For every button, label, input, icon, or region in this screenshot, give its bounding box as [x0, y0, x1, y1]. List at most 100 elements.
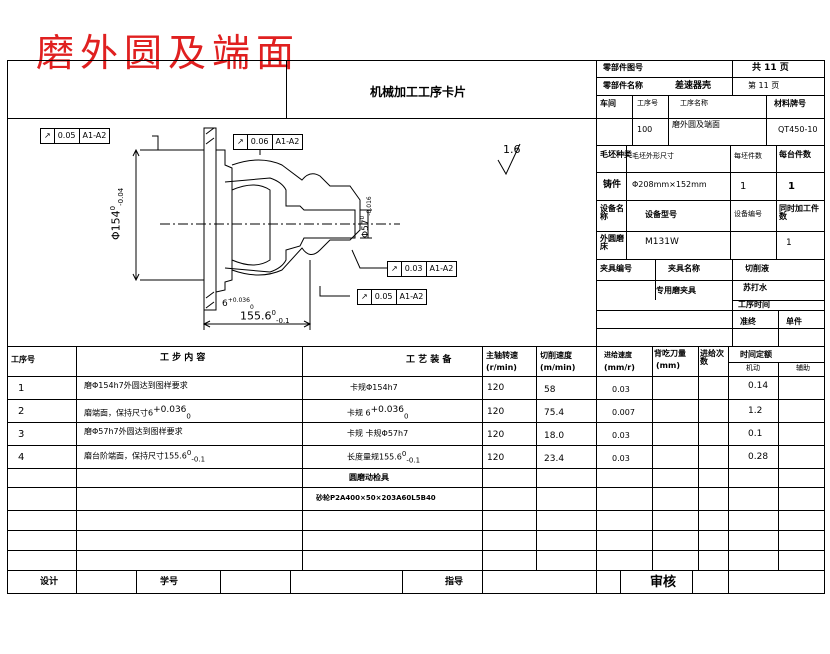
table-line	[7, 399, 825, 400]
op-time-label: 工序时间	[738, 300, 770, 309]
footer-review: 审核	[650, 575, 677, 590]
coolant-value: 苏打水	[743, 283, 767, 292]
material-value: QT450-10	[778, 125, 818, 134]
coolant-label: 切削液	[745, 264, 769, 273]
tolerance-frame-3: ↗ 0.03 A1-A2	[387, 261, 458, 277]
table-col	[778, 362, 779, 570]
table-line	[7, 422, 825, 423]
footer-instructor: 指导	[445, 577, 464, 587]
dim-bore-text: Φ57	[361, 219, 371, 238]
row2-feed: 0.007	[612, 408, 635, 417]
col-spindle-unit: (r/min)	[486, 363, 517, 372]
dim-tol: -0.04	[116, 187, 125, 206]
tol-datum: A1-A2	[429, 264, 454, 273]
row3-content: 磨Φ57h7外圆达到图样要求	[84, 427, 183, 436]
dim-diameter: Φ1540-0.04	[109, 187, 125, 240]
table-line	[7, 570, 825, 571]
row1-time: 0.14	[748, 381, 769, 391]
dim-tol: 0	[249, 303, 254, 311]
extra-fixture: 圆磨动检具	[349, 473, 389, 482]
row2-equip-text: 卡规	[347, 408, 363, 418]
row2-equip: 卡规 6+0.0360	[347, 405, 409, 421]
row1-spindle: 120	[487, 383, 505, 393]
header-line	[596, 310, 825, 311]
header-line	[596, 118, 825, 119]
table-col	[536, 346, 537, 570]
fixture-name-value: 专用磨夹具	[656, 286, 696, 295]
blank-type-label: 毛坯种类	[600, 150, 632, 159]
runout-icon: ↗	[234, 135, 248, 149]
dim-tol-up: 0	[109, 205, 117, 211]
row4-content: 磨台阶端面，保持尺寸155.60-0.1	[84, 450, 205, 463]
part-drawing	[132, 127, 521, 330]
col-passes: 进给次数	[700, 349, 724, 366]
row4-content-text: 磨台阶端面，保持尺寸155.6	[84, 451, 187, 461]
row2-content-text: 磨端面，保持尺寸6	[84, 408, 154, 418]
unit-label: 单件	[786, 317, 802, 326]
footer-col	[692, 570, 693, 594]
row1-no: 1	[18, 383, 25, 394]
header-grid-left	[596, 60, 597, 346]
parts-per-blank-label: 每坯件数	[734, 152, 762, 160]
table-line	[7, 445, 825, 446]
header-line	[730, 145, 731, 259]
row2-spindle: 120	[487, 407, 505, 417]
header-line	[596, 172, 825, 173]
row1-content: 磨Φ154h7外圆达到图样要求	[84, 381, 188, 390]
row4-spindle: 120	[487, 453, 505, 463]
tol-datum: A1-A2	[399, 292, 424, 301]
tol-value: 0.05	[372, 290, 397, 304]
page-no: 第 11 页	[748, 81, 780, 90]
table-line	[7, 468, 825, 469]
row2-speed: 75.4	[544, 408, 565, 418]
col-time-machine: 机动	[746, 364, 760, 372]
dim-tol-up: 0	[271, 309, 276, 317]
tol-value: 0.03	[402, 262, 427, 276]
header-line	[596, 259, 825, 260]
row1-speed: 58	[544, 385, 556, 395]
col-depth-unit: (mm)	[656, 361, 680, 370]
col-step-no: 工序号	[11, 355, 35, 364]
title-band-bottom	[7, 118, 825, 119]
col-spindle: 主轴转速	[486, 351, 518, 360]
parallel-parts-label: 同时加工件数	[779, 204, 819, 221]
runout-icon: ↗	[358, 290, 372, 304]
parts-per-unit-value: 1	[788, 181, 795, 192]
row3-feed: 0.03	[612, 431, 630, 440]
dim-tol-up: +0.036	[227, 297, 250, 304]
row3-no: 3	[18, 429, 25, 440]
header-line	[626, 145, 627, 259]
col-cut-speed: 切削速度	[540, 351, 572, 360]
workshop-label: 车间	[600, 99, 616, 108]
row4-no: 4	[18, 452, 25, 463]
row1-feed: 0.03	[612, 385, 630, 394]
dim-tol-up: 0	[359, 215, 366, 220]
op-name-value: 磨外圆及端面	[672, 120, 720, 129]
table-top	[7, 346, 825, 347]
dim-bore: Φ570-0.016	[359, 196, 373, 238]
header-line	[596, 200, 825, 201]
blank-size-label: 毛坯外形尺寸	[632, 152, 674, 160]
fixture-no-label: 夹具编号	[600, 264, 632, 273]
part-name-value: 差速器壳	[675, 81, 712, 91]
tol-datum: A1-A2	[275, 137, 300, 146]
footer-col	[620, 570, 621, 594]
row3-time: 0.1	[748, 429, 763, 439]
col-time: 时间定额	[740, 350, 772, 359]
table-line	[7, 487, 825, 488]
dim-length-text: 155.6	[240, 309, 272, 323]
equipment-model-label: 设备型号	[645, 210, 677, 219]
tol-value: 0.05	[55, 129, 80, 143]
grinding-wheel: 砂轮P2A400×50×203A60L5B40	[316, 494, 436, 502]
material-label: 材料牌号	[774, 99, 806, 108]
table-line	[7, 550, 825, 551]
process-card-frame	[7, 60, 825, 594]
header-line	[632, 95, 633, 145]
row2-content: 磨端面，保持尺寸6+0.0360	[84, 406, 191, 420]
header-line	[732, 259, 733, 346]
title-band-divider	[286, 60, 287, 118]
equipment-name-label: 设备名称	[600, 204, 624, 221]
row3-spindle: 120	[487, 430, 505, 440]
dim-length: 155.60-0.1	[240, 310, 290, 325]
row2-time: 1.2	[748, 406, 763, 416]
